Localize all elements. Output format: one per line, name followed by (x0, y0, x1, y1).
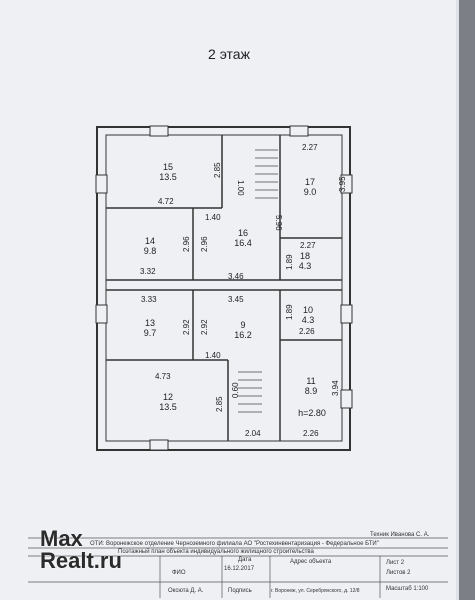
window (340, 304, 353, 324)
dimension-label: 0.60 (231, 382, 240, 398)
fio-label: ФИО (172, 570, 186, 576)
dimension-label: 2.92 (200, 319, 209, 335)
window (340, 174, 353, 194)
dimension-label: 2.85 (213, 162, 222, 178)
dimension-label: 2.92 (182, 319, 191, 335)
room-number: 10 (303, 305, 313, 315)
dimension-label: 5.96 (274, 215, 283, 231)
dimension-label: 1.40 (205, 351, 221, 360)
room-area: 13.5 (159, 172, 177, 182)
room-number: 15 (163, 162, 173, 172)
room-area: 8.9 (305, 386, 318, 396)
dimension-label: 2.04 (245, 429, 261, 438)
dimension-label: 2.96 (200, 236, 209, 252)
room-area: 13.5 (159, 402, 177, 412)
dimension-label: 2.27 (300, 241, 316, 250)
room-area: 9.8 (144, 246, 157, 256)
dimension-label: 1.89 (285, 304, 294, 320)
room-area: 9.7 (144, 328, 157, 338)
window (95, 304, 108, 324)
dimension-label: 3.46 (228, 272, 244, 281)
watermark-line2: Realt.ru (40, 548, 122, 573)
room-number: 18 (300, 251, 310, 261)
watermark-line1: Max (40, 526, 83, 551)
address-value: г. Воронеж, ул. Серебрянского, д. 12/8 (271, 588, 360, 594)
room-number: 9 (240, 320, 245, 330)
window (340, 389, 353, 409)
signature-label: Подпись (228, 588, 252, 594)
dimension-label: 3.33 (141, 295, 157, 304)
room-area: 9.0 (304, 187, 317, 197)
dimension-label: 3.95 (338, 176, 347, 192)
window (149, 125, 169, 137)
dimension-label: 4.72 (158, 197, 174, 206)
title-block: Техник Иванова С. А. ОТИ: Воронежское от… (28, 530, 448, 600)
date-value: 16.12.2017 (224, 566, 255, 572)
room-area: 16.2 (234, 330, 252, 340)
room-area: 4.3 (299, 261, 312, 271)
window (149, 439, 169, 451)
room-number: 11 (306, 376, 315, 386)
room-number: 13 (145, 318, 155, 328)
sheets-total: Листов 2 (386, 570, 411, 576)
dimension-label: 1.00 (236, 180, 245, 196)
sheet-number: Лист 2 (386, 560, 405, 566)
dimension-label: 1.40 (205, 213, 221, 222)
site-watermark: Max Realt.ru (40, 528, 122, 572)
window (95, 174, 108, 194)
dimension-label: 1.89 (285, 254, 294, 270)
organization-name: ОТИ: Воронежское отделение Черноземного … (90, 541, 379, 547)
scale-label: Масштаб 1:100 (386, 586, 429, 592)
room-area: 4.3 (302, 315, 315, 325)
address-label: Адрес объекта (290, 559, 332, 565)
floor-title: 2 этаж (208, 46, 250, 62)
plan-sheet (0, 0, 459, 600)
room-number: 16 (238, 228, 248, 238)
room-area: 16.4 (234, 238, 252, 248)
inner-wall-line (105, 134, 343, 442)
window (289, 125, 309, 137)
plan-title: Поэтажный план объекта индивидуального ж… (118, 549, 314, 555)
dimension-label: 4.73 (155, 372, 171, 381)
technician-name: Техник Иванова С. А. (370, 532, 430, 538)
ceiling-height-note: h=2.80 (298, 408, 326, 418)
dimension-label: 2.96 (182, 236, 191, 252)
outer-wall (96, 126, 351, 451)
person-name: Оксюта Д. А. (168, 588, 204, 594)
room-number: 12 (163, 392, 173, 402)
room-number: 14 (145, 236, 155, 246)
room-number: 17 (305, 177, 315, 187)
dimension-label: 3.94 (331, 380, 340, 396)
dimension-label: 3.45 (228, 295, 244, 304)
dimension-label: 3.32 (140, 267, 156, 276)
dimension-label: 2.27 (302, 143, 318, 152)
dimension-label: 2.26 (299, 327, 315, 336)
date-label: Дата (238, 557, 252, 563)
dimension-label: 2.26 (303, 429, 319, 438)
dimension-label: 2.85 (215, 396, 224, 412)
